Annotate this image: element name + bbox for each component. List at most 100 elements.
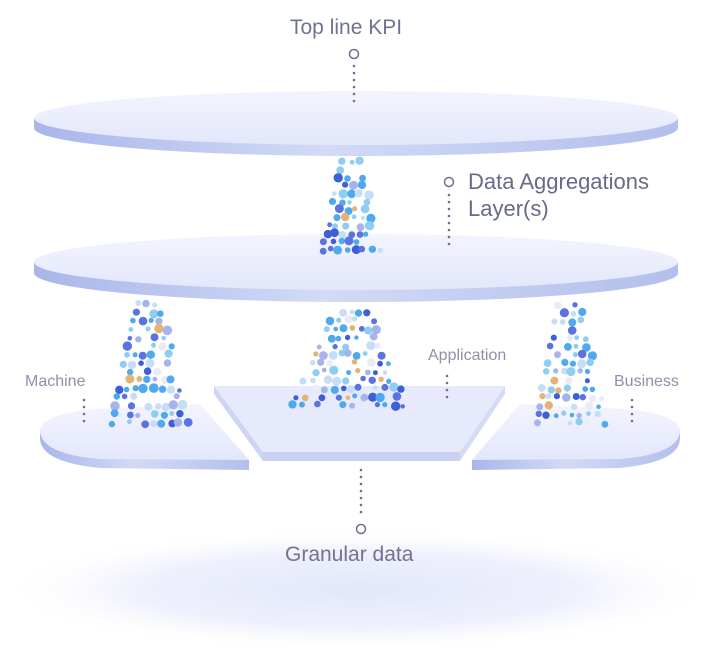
particle-dot xyxy=(338,157,346,165)
particle-dot xyxy=(391,401,401,411)
particle-dot xyxy=(122,341,132,351)
particle-dot xyxy=(561,410,567,416)
particle-dot xyxy=(166,375,175,384)
particle-dot xyxy=(587,351,598,361)
particle-dot xyxy=(377,351,386,360)
particle-dot xyxy=(400,404,406,409)
particle-dot xyxy=(360,375,366,382)
particle-dot xyxy=(326,359,333,367)
particle-dot xyxy=(598,396,604,402)
particle-dot xyxy=(155,317,163,325)
particle-dot xyxy=(336,166,345,175)
particle-dot xyxy=(152,302,158,308)
particle-dot xyxy=(309,359,316,366)
particle-dot xyxy=(121,393,128,400)
particle-dot xyxy=(372,370,378,376)
particle-dot xyxy=(332,344,338,350)
particle-dot xyxy=(161,403,170,412)
particle-dot xyxy=(355,368,361,374)
particle-dot xyxy=(299,401,305,408)
particle-dot xyxy=(328,197,337,206)
particle-dot xyxy=(351,245,361,255)
particle-dot xyxy=(401,391,411,401)
particle-dot xyxy=(176,410,184,418)
particle-dot xyxy=(553,301,562,310)
particle-dot xyxy=(325,316,335,326)
particle-dot xyxy=(158,385,167,393)
application-leader xyxy=(445,374,449,399)
particle-dot xyxy=(368,376,376,384)
top-disc xyxy=(34,91,678,156)
particle-dot xyxy=(589,386,596,393)
particle-dot xyxy=(371,325,381,335)
machine-leader xyxy=(82,398,86,423)
particle-dot xyxy=(374,402,380,408)
particle-dot xyxy=(169,411,175,416)
particle-dot xyxy=(313,351,319,357)
particle-dot xyxy=(547,386,555,394)
particle-dot xyxy=(572,352,578,358)
kpi-marker-circle xyxy=(348,48,360,60)
particle-dot xyxy=(333,214,341,222)
particle-dot xyxy=(359,174,366,182)
particle-dot xyxy=(582,386,589,392)
particle-dot xyxy=(347,200,352,205)
particle-dot xyxy=(145,326,151,332)
particle-dot xyxy=(119,360,127,368)
particle-dot xyxy=(577,359,587,369)
particle-dot xyxy=(572,302,578,308)
middle-disc xyxy=(34,234,678,302)
particle-dot xyxy=(327,245,334,252)
particle-dot xyxy=(149,309,159,319)
particle-dot xyxy=(152,376,158,382)
particle-dot xyxy=(601,420,609,428)
particle-dot xyxy=(344,175,351,182)
particle-dot xyxy=(132,352,138,358)
particle-dot xyxy=(550,334,557,341)
particle-dot xyxy=(569,412,575,418)
particle-dot xyxy=(386,361,391,367)
particle-dot xyxy=(351,316,358,322)
aggregation-label-line1: Data Aggregations xyxy=(468,169,650,194)
particle-dot xyxy=(301,394,309,402)
particle-dot xyxy=(339,199,346,206)
particle-dot xyxy=(374,343,381,349)
particle-dot xyxy=(329,365,339,375)
particle-dot xyxy=(586,411,591,416)
particle-dot xyxy=(164,349,173,358)
particle-dot xyxy=(168,343,175,350)
particle-dot xyxy=(351,214,357,220)
particle-dot xyxy=(354,309,363,317)
particle-dot xyxy=(545,393,552,400)
particle-dot xyxy=(338,189,348,199)
particle-dot xyxy=(118,413,124,418)
particle-dot xyxy=(344,315,353,324)
particle-dot xyxy=(124,351,130,358)
particle-dot xyxy=(358,245,366,253)
particle-dot xyxy=(138,316,148,326)
particle-dot xyxy=(321,367,327,373)
particle-dot xyxy=(377,360,383,367)
particle-dot xyxy=(562,393,571,402)
dotted-leaders xyxy=(82,64,634,514)
particle-dot xyxy=(340,212,350,222)
particle-dot xyxy=(336,317,342,323)
particle-dot xyxy=(319,238,327,246)
bottom-ring-center xyxy=(214,386,505,461)
application-cluster xyxy=(288,308,411,411)
particle-dot xyxy=(356,223,365,232)
particle-dot xyxy=(166,385,176,394)
particle-dot xyxy=(130,317,136,324)
aggregation-cluster xyxy=(319,156,383,255)
particle-dot xyxy=(570,310,577,317)
particle-dot xyxy=(332,376,342,386)
particle-dot xyxy=(342,181,349,188)
particle-dot xyxy=(142,299,150,308)
particle-dot xyxy=(327,334,336,343)
particle-dot xyxy=(113,393,121,400)
particle-dot xyxy=(382,370,388,376)
particle-dot xyxy=(151,342,156,348)
particle-dot xyxy=(148,317,154,323)
particle-dot xyxy=(561,358,569,366)
